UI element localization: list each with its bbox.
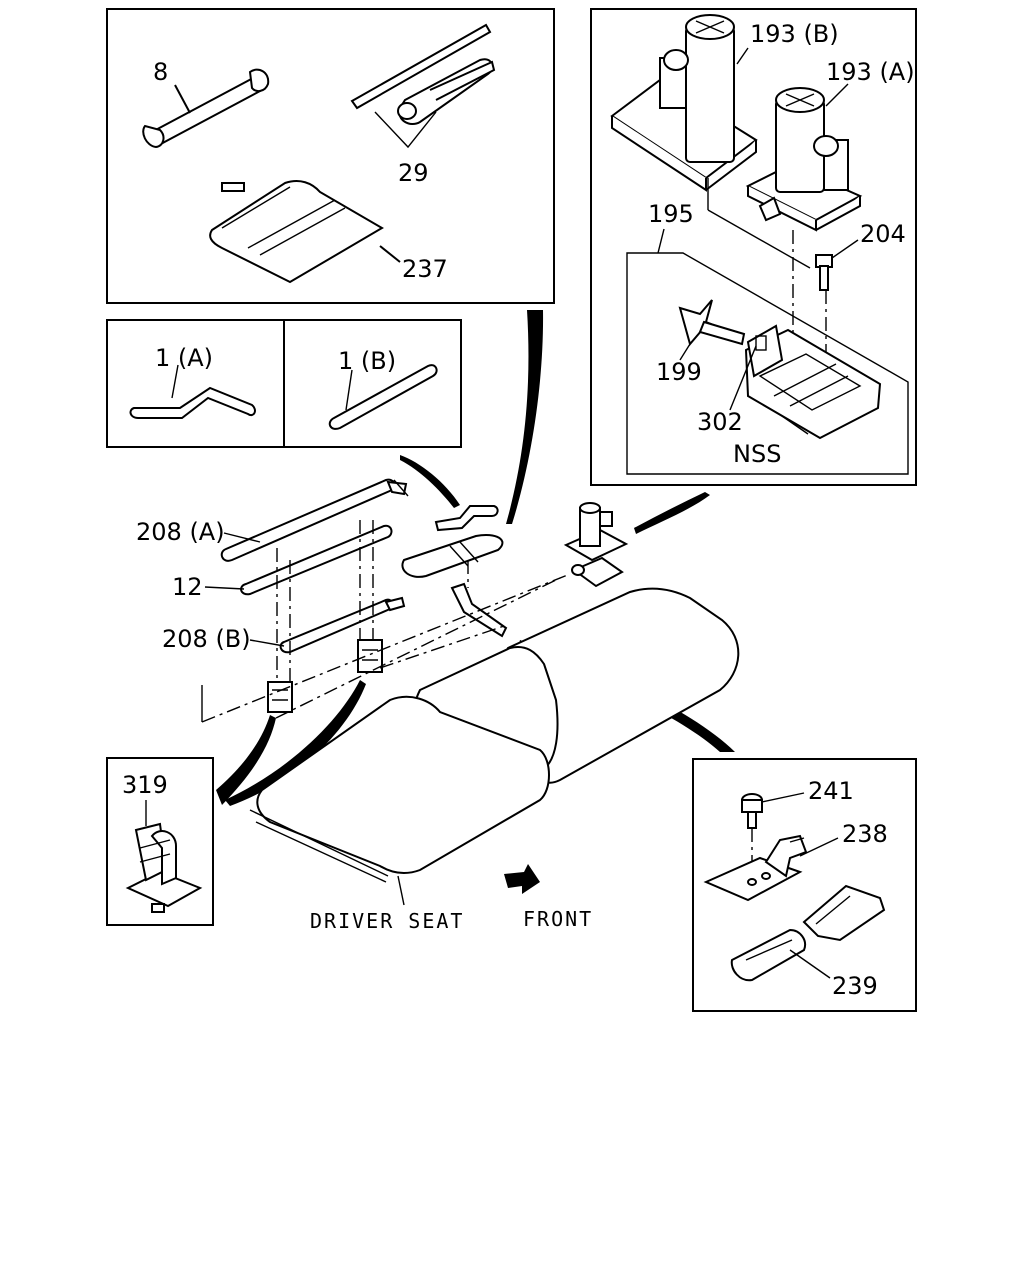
label-193b: 193 (B) [750,20,839,48]
wrench-part-8 [142,68,270,149]
label-237: 237 [402,255,448,283]
clip-panel-319 [106,757,214,926]
rod-assembly [220,478,409,713]
label-29: 29 [398,159,429,187]
jack-part-193b [610,14,758,192]
handle-part-1b [328,364,438,430]
label-8: 8 [153,58,168,86]
label-193a: 193 (A) [826,58,915,86]
label-1a: 1 (A) [155,344,213,372]
jack-on-mount [563,502,629,588]
label-195: 195 [648,200,694,228]
handle-part-1a [129,364,256,419]
caption-front: FRONT [523,907,593,931]
label-nss: NSS [733,440,781,468]
pad-part-239 [730,884,886,982]
label-238: 238 [842,820,888,848]
label-302: 302 [697,408,743,436]
jack-panel: 193 (B) 193 (A) 195 204 [590,8,917,486]
tool-kit-panel: 8 29 237 [106,8,555,304]
wing-bolt-part-199 [678,299,746,347]
label-241: 241 [808,777,854,805]
label-208b: 208 (B) [162,625,251,653]
storage-bag-assembly [401,505,508,638]
label-199: 199 [656,358,702,386]
caption-driver-seat: DRIVER SEAT [310,909,464,933]
seat-bench [249,587,740,906]
label-12: 12 [172,573,203,601]
tool-bag-part-237 [209,180,401,284]
bolt-part-204 [815,254,833,291]
label-208a: 208 (A) [136,518,225,546]
handle-panel: 1 (A) 1 (B) [106,319,462,448]
front-arrow-icon [504,864,540,894]
jack-handle-part-29 [350,23,496,149]
bolt-part-241 [741,793,763,829]
bracket-part-238 [703,834,808,902]
jack-tray [744,324,882,440]
label-1b: 1 (B) [338,347,396,375]
bracket-panel: 241 238 239 [692,758,917,1012]
label-204: 204 [860,220,906,248]
label-319: 319 [122,771,168,799]
label-239: 239 [832,972,878,1000]
jack-part-193a [745,87,863,232]
